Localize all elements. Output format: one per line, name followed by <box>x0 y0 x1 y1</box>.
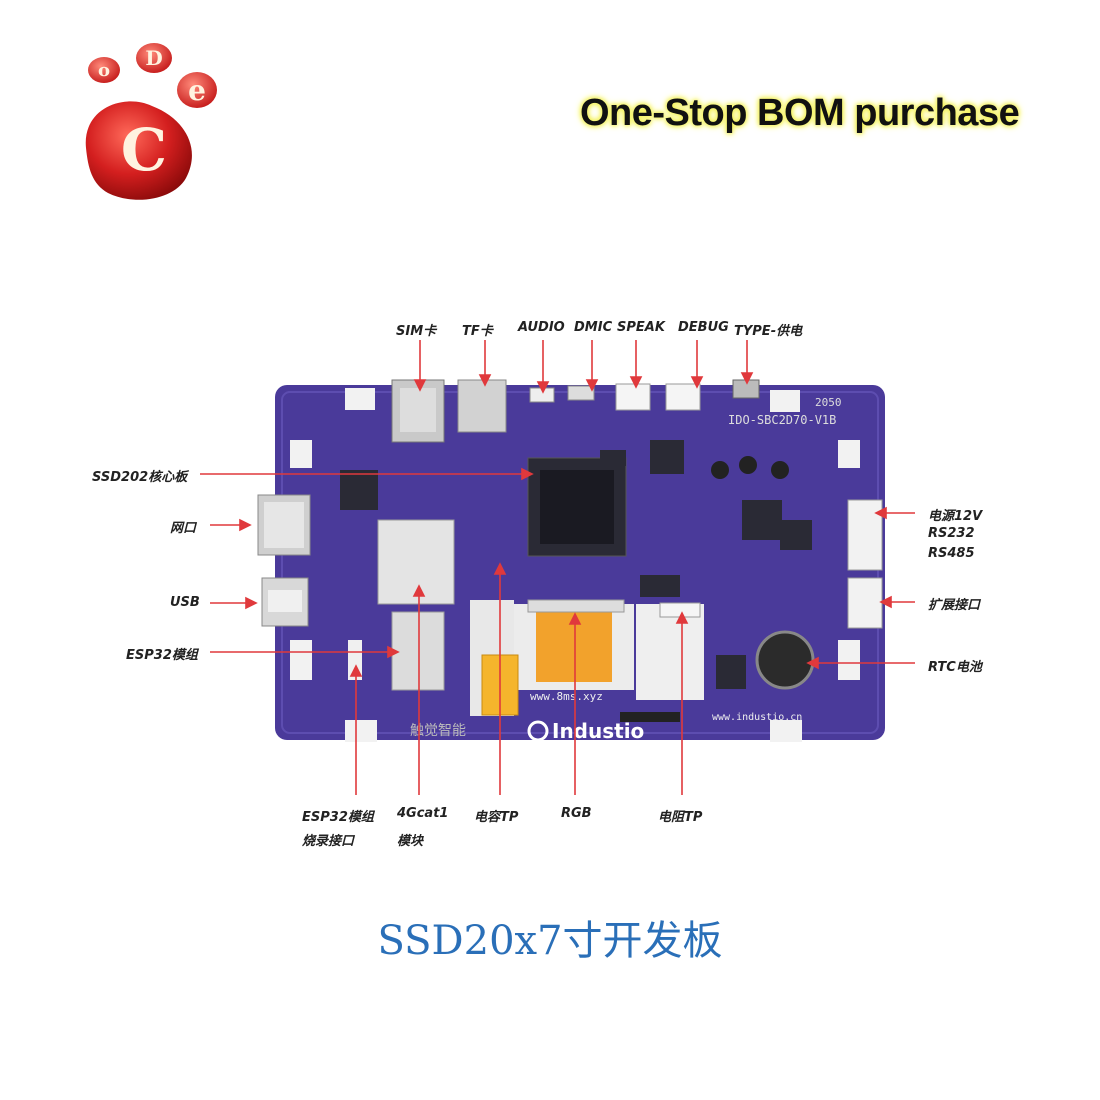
label-type-power: TYPE-供电 <box>734 324 803 339</box>
label-rgb: RGB <box>561 806 592 821</box>
board-url-right: www.industio.cn <box>712 712 802 723</box>
label-ssd202-core: SSD202核心板 <box>92 470 188 485</box>
brand-logo: o D e C <box>74 38 224 208</box>
label-power-12v: 电源12V <box>928 509 983 524</box>
label-esp32-module: ESP32模组 <box>126 648 198 663</box>
label-rs485: RS485 <box>928 546 975 561</box>
board-year-text: 2050 <box>815 396 842 409</box>
label-cap-tp: 电容TP <box>474 810 519 825</box>
label-tf-card: TF卡 <box>462 324 493 339</box>
label-rtc-battery: RTC电池 <box>928 660 982 675</box>
label-debug: DEBUG <box>678 320 729 335</box>
board-brand: Industio <box>552 719 644 743</box>
board-silk-cn: 触觉智能 <box>410 723 466 739</box>
label-speak: SPEAK <box>617 320 665 335</box>
label-sim-card: SIM卡 <box>396 324 437 339</box>
label-usb: USB <box>170 595 200 610</box>
label-res-tp: 电阻TP <box>658 810 703 825</box>
label-ethernet: 网口 <box>170 521 197 536</box>
board-url-left: www.8ms.xyz <box>530 690 603 703</box>
tagline: One-Stop BOM purchase <box>580 92 1020 134</box>
brand-mark-icon <box>527 720 549 742</box>
pcb-board: IDO-SBC2D70-V1B 2050 www.8ms.xyz Industi… <box>257 379 885 743</box>
logo-letter-o: o <box>98 60 110 81</box>
label-esp32-flash-1: ESP32模组 <box>302 810 374 825</box>
label-rs232: RS232 <box>928 526 975 541</box>
label-4gcat1-1: 4Gcat1 <box>397 806 449 821</box>
label-audio: AUDIO <box>518 320 565 335</box>
label-esp32-flash-2: 烧录接口 <box>302 834 355 849</box>
board-model-text: IDO-SBC2D70-V1B <box>728 413 836 427</box>
label-expansion: 扩展接口 <box>928 598 981 613</box>
label-4gcat1-2: 模块 <box>397 834 424 849</box>
logo-letter-e: e <box>188 74 206 107</box>
caption: SSD20x7寸开发板 <box>377 918 723 964</box>
logo-letter-d: D <box>145 46 162 70</box>
label-dmic: DMIC <box>574 320 613 335</box>
logo-letter-c: C <box>121 116 167 184</box>
